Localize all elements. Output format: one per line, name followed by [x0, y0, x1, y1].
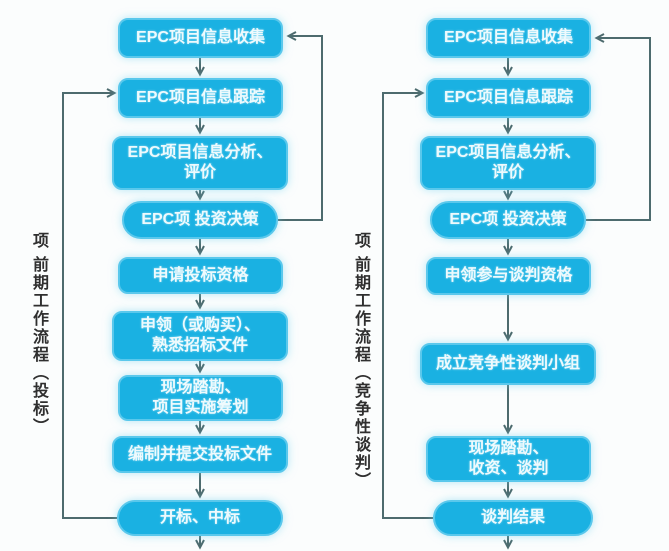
node-info-tracking-bid: EPC项目信息跟踪 [118, 78, 283, 118]
node-form-negotiation-team: 成立竞争性谈判小组 [420, 343, 596, 385]
right-chart-connectors [382, 33, 651, 550]
feedback-line-right [278, 31, 323, 221]
feedback-line-left [62, 88, 117, 519]
node-info-collection-bid: EPC项目信息收集 [118, 18, 283, 58]
node-site-survey-planning: 现场踏勘、 项目实施筹划 [118, 375, 283, 421]
node-info-tracking-negotiation: EPC项目信息跟踪 [426, 78, 591, 118]
left-chart-side-label: 项 前期工作流程（投标） [30, 232, 47, 436]
feedback-line-right [586, 33, 651, 221]
node-bid-opening-winning: 开标、中标 [117, 500, 283, 536]
node-investment-decision-negotiation: EPC项 投资决策 [430, 201, 586, 239]
node-info-analysis-bid: EPC项目信息分析、 评价 [112, 136, 288, 190]
right-chart-side-label: 项 前期工作流程（竞争性谈判） [352, 232, 369, 490]
node-apply-bid-qualification: 申请投标资格 [118, 257, 283, 294]
node-info-analysis-negotiation: EPC项目信息分析、 评价 [420, 136, 596, 190]
node-negotiation-result: 谈判结果 [433, 500, 593, 536]
node-site-survey-negotiation: 现场踏勘、 收资、谈判 [426, 436, 591, 482]
feedback-line-left [382, 88, 433, 519]
node-prepare-submit-bid: 编制并提交投标文件 [112, 436, 288, 473]
node-obtain-bid-documents: 申领（或购买）、 熟悉招标文件 [112, 311, 288, 361]
node-info-collection-negotiation: EPC项目信息收集 [426, 18, 591, 58]
node-apply-negotiation-qualification: 申领参与谈判资格 [426, 257, 591, 295]
node-investment-decision-bid: EPC项 投资决策 [122, 201, 278, 239]
left-chart-connectors [62, 31, 323, 550]
